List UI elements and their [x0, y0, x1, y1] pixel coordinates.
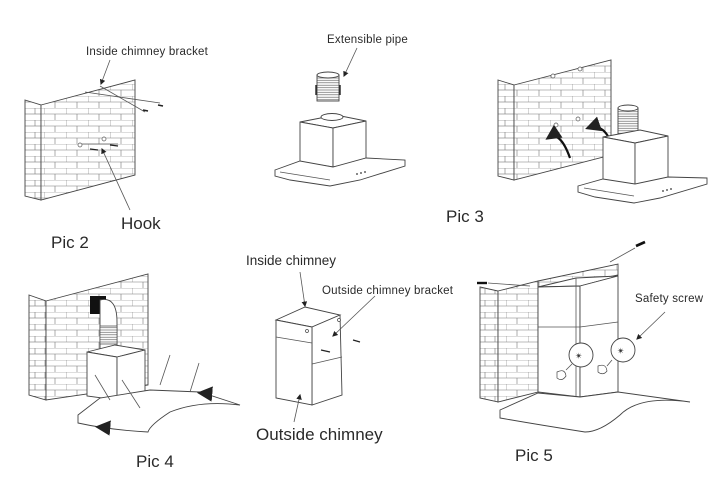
caption-pic4: Pic 4 — [136, 452, 174, 471]
caption-pic3: Pic 3 — [446, 207, 484, 226]
pointer-arrow-icon — [99, 59, 111, 86]
label-hook: Hook — [121, 214, 161, 233]
svg-text:✴: ✴ — [575, 352, 583, 362]
pointer-arrow-icon — [332, 295, 376, 337]
pic2-drawing — [24, 59, 164, 211]
label-safety-screw: Safety screw — [635, 293, 704, 305]
label-inside-chimney-bracket: Inside chimney bracket — [86, 46, 209, 58]
pic4-drawing — [28, 273, 241, 436]
label-extensible-pipe: Extensible pipe — [327, 34, 408, 46]
range-hood-icon — [77, 344, 241, 436]
extensible-pipe-icon — [315, 71, 341, 102]
caption-pic5: Pic 5 — [515, 446, 553, 465]
range-hood-icon — [577, 104, 708, 204]
label-outside-chimney-bracket: Outside chimney bracket — [322, 285, 454, 297]
range-hood-icon — [274, 113, 406, 187]
brick-wall-icon — [497, 59, 612, 181]
pic3-drawing — [497, 59, 708, 204]
brick-wall-icon — [24, 79, 136, 201]
chimney-drawing — [274, 271, 376, 423]
label-inside-chimney: Inside chimney — [246, 253, 337, 268]
label-outside-chimney: Outside chimney — [256, 425, 383, 444]
pointer-arrow-icon — [299, 271, 308, 308]
pointer-arrow-icon — [343, 47, 358, 78]
pointer-arrow-icon — [293, 393, 302, 423]
screw-icon — [635, 240, 646, 248]
extensible-pipe-drawing — [274, 47, 406, 187]
pointer-arrow-icon — [636, 311, 666, 340]
pointer-arrow-icon — [101, 147, 131, 211]
caption-pic2: Pic 2 — [51, 233, 89, 252]
pic5-drawing: ✴ ✴ — [477, 240, 691, 433]
svg-text:✴: ✴ — [617, 347, 625, 357]
